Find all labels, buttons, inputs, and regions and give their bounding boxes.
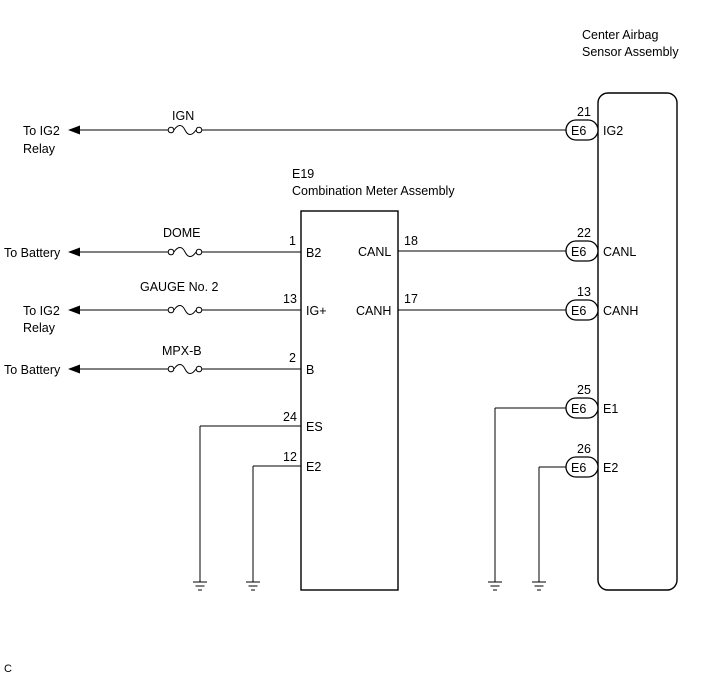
fuse-dome-label: DOME bbox=[163, 226, 201, 240]
meter-pin-igp-num: 13 bbox=[283, 292, 297, 306]
gauge-circuit: GAUGE No. 2 To IG2 Relay bbox=[23, 280, 301, 335]
center-airbag-sensor-box bbox=[597, 92, 678, 591]
meter-pin-e2-label: E2 bbox=[306, 460, 321, 474]
arrow-icon bbox=[68, 364, 80, 374]
connector-code: E6 bbox=[571, 304, 586, 318]
fuse-terminal bbox=[195, 365, 203, 373]
to-ig2-relay-b-line2: Relay bbox=[23, 321, 56, 335]
airbag-pin-canl-num: 22 bbox=[577, 226, 591, 240]
fuse-mpxb-label: MPX-B bbox=[162, 344, 202, 358]
airbag-e1-ground bbox=[488, 407, 566, 591]
fuse-icon bbox=[173, 305, 197, 315]
connector-e6-e2: E6 26 E2 bbox=[565, 442, 618, 478]
meter-es-ground bbox=[193, 425, 301, 591]
meter-pin-canl-label: CANL bbox=[358, 245, 391, 259]
combination-meter-box bbox=[300, 210, 399, 591]
arrow-icon bbox=[68, 305, 80, 315]
fuse-terminal bbox=[195, 306, 203, 314]
connector-e6-canh: E6 13 CANH bbox=[565, 285, 638, 321]
fuse-ign-label: IGN bbox=[172, 109, 194, 123]
meter-pin-es-num: 24 bbox=[283, 410, 297, 424]
meter-pin-e2-num: 12 bbox=[283, 450, 297, 464]
to-ig2-relay-a-line2: Relay bbox=[23, 142, 56, 156]
airbag-pin-e1-label: E1 bbox=[603, 402, 618, 416]
airbag-pin-canh-num: 13 bbox=[577, 285, 591, 299]
airbag-title-line2: Sensor Assembly bbox=[582, 45, 679, 59]
meter-title: Combination Meter Assembly bbox=[292, 184, 455, 198]
meter-pin-igp-label: IG+ bbox=[306, 304, 327, 318]
footer-code: C bbox=[4, 663, 12, 675]
fuse-terminal bbox=[195, 126, 203, 134]
fuse-terminal bbox=[167, 248, 175, 256]
meter-pin-b-label: B bbox=[306, 363, 314, 377]
meter-pin-canh-num: 17 bbox=[404, 292, 418, 306]
ign-circuit: IGN To IG2 Relay bbox=[23, 109, 566, 156]
to-ig2-relay-a-line1: To IG2 bbox=[23, 124, 60, 138]
fuse-icon bbox=[173, 364, 197, 374]
to-ig2-relay-b-line1: To IG2 bbox=[23, 304, 60, 318]
meter-pin-b-num: 2 bbox=[289, 351, 296, 365]
connector-code: E6 bbox=[571, 124, 586, 138]
fuse-icon bbox=[173, 247, 197, 257]
fuse-terminal bbox=[167, 306, 175, 314]
fuse-gauge-label: GAUGE No. 2 bbox=[140, 280, 219, 294]
meter-pin-canl-num: 18 bbox=[404, 234, 418, 248]
arrow-icon bbox=[68, 125, 80, 135]
airbag-pin-canh-label: CANH bbox=[603, 304, 638, 318]
fuse-terminal bbox=[167, 126, 175, 134]
airbag-pin-e2-label: E2 bbox=[603, 461, 618, 475]
to-battery-a: To Battery bbox=[4, 246, 61, 260]
meter-pin-es-label: ES bbox=[306, 420, 323, 434]
airbag-title-line1: Center Airbag bbox=[582, 28, 658, 42]
airbag-pin-e2-num: 26 bbox=[577, 442, 591, 456]
connector-code: E6 bbox=[571, 461, 586, 475]
airbag-pin-e1-num: 25 bbox=[577, 383, 591, 397]
connector-code: E6 bbox=[571, 402, 586, 416]
meter-pin-canh-label: CANH bbox=[356, 304, 391, 318]
meter-pin-b2-num: 1 bbox=[289, 234, 296, 248]
mpxb-circuit: MPX-B To Battery bbox=[4, 344, 301, 377]
dome-circuit: DOME To Battery bbox=[4, 226, 301, 260]
fuse-terminal bbox=[195, 248, 203, 256]
airbag-pin-canl-label: CANL bbox=[603, 245, 636, 259]
connector-e6-e1: E6 25 E1 bbox=[565, 383, 618, 419]
connector-code: E6 bbox=[571, 245, 586, 259]
fuse-terminal bbox=[167, 365, 175, 373]
fuse-icon bbox=[173, 125, 197, 135]
arrow-icon bbox=[68, 247, 80, 257]
airbag-pin-ig2-label: IG2 bbox=[603, 124, 623, 138]
connector-e6-ig2: E6 21 IG2 bbox=[565, 105, 623, 141]
to-battery-b: To Battery bbox=[4, 363, 61, 377]
connector-e6-canl: E6 22 CANL bbox=[565, 226, 636, 262]
airbag-pin-ig2-num: 21 bbox=[577, 105, 591, 119]
meter-code: E19 bbox=[292, 167, 314, 181]
meter-pin-b2-label: B2 bbox=[306, 246, 321, 260]
meter-e2-ground bbox=[246, 465, 301, 591]
airbag-e2-ground bbox=[532, 466, 566, 591]
